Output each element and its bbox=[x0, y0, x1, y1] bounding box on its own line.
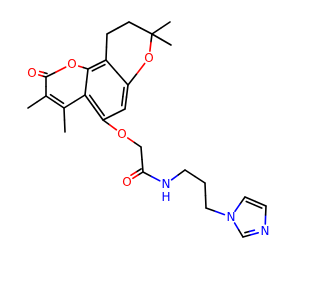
pyran-ring-oxygen-label: O bbox=[144, 51, 153, 65]
lactone-carbonyl-oxygen-label: O bbox=[27, 66, 36, 80]
bond-c6-c6a bbox=[124, 96, 128, 110]
bond-cam-oam bbox=[137, 171, 144, 176]
bond-cim2-nim3-inner bbox=[244, 230, 251, 234]
bond-c10a-c10 bbox=[105, 46, 108, 61]
bond-c3-c4 bbox=[45, 95, 56, 103]
bond-c4-c4a bbox=[63, 100, 76, 109]
bond-c4a-c5 bbox=[84, 94, 95, 109]
bond-ccarb-olac bbox=[55, 66, 67, 73]
bond-cam-nam bbox=[142, 171, 153, 178]
bond-c8-me8b bbox=[151, 33, 163, 41]
bond-c3-me3 bbox=[27, 101, 38, 109]
bond-c5-c6 bbox=[102, 113, 115, 121]
bond-cam-nam bbox=[150, 175, 161, 182]
imidazole-n3-label: N bbox=[261, 224, 270, 238]
bond-c9-c8 bbox=[139, 27, 153, 35]
bond-cim2-nim3 bbox=[249, 232, 260, 236]
bond-c8-opyr bbox=[150, 33, 153, 44]
bond-nam-ca bbox=[177, 169, 186, 176]
bond-cc-nim1 bbox=[205, 207, 216, 213]
bond-oeth-ch2 bbox=[127, 137, 136, 144]
bond-ca-cb bbox=[194, 175, 206, 184]
bond-c6a-c10a bbox=[116, 71, 129, 86]
bond-ch2-cam bbox=[141, 158, 144, 173]
bond-c9-c8 bbox=[128, 21, 142, 29]
bond-ccarb-ocarbe bbox=[37, 74, 44, 77]
bond-oeth-ch2 bbox=[133, 141, 142, 148]
bond-nam-ca bbox=[170, 174, 180, 181]
bond-c10a-c10 bbox=[105, 33, 108, 48]
bond-c6a-c10a bbox=[105, 59, 118, 74]
bond-ccarb-olac bbox=[45, 71, 57, 78]
bond-c4-me4 bbox=[63, 119, 66, 133]
bond-c5-oeth bbox=[102, 119, 111, 126]
bond-cb-cc bbox=[204, 194, 207, 209]
bond-cim4-cim5-inner bbox=[245, 200, 255, 206]
bond-cim2-nim3 bbox=[242, 234, 252, 238]
bond-nim1-cim2 bbox=[233, 222, 240, 231]
bond-ca-cb bbox=[184, 169, 196, 178]
bond-cc-nim1 bbox=[214, 210, 226, 216]
bond-c8-opyr bbox=[149, 41, 152, 52]
bond-c10a-c10b bbox=[96, 59, 107, 66]
bond-c6-c6a bbox=[125, 84, 129, 98]
bond-c10-c9 bbox=[117, 21, 130, 29]
bond-cim2-nim3-inner bbox=[248, 229, 256, 233]
bond-cam-oam-second bbox=[135, 168, 142, 173]
bond-c10a-c10b bbox=[87, 63, 98, 70]
bond-ch2-cam bbox=[140, 146, 143, 161]
bond-layer bbox=[27, 21, 267, 238]
bond-c6-c6a-inner bbox=[121, 95, 124, 107]
bond-c3-c4-inner bbox=[56, 98, 65, 105]
imidazole-n1-label: N bbox=[227, 210, 236, 224]
bond-opyr-c6a bbox=[127, 73, 138, 86]
bond-c4a-c5-inner bbox=[96, 104, 105, 117]
bond-c8-me8a bbox=[160, 21, 171, 29]
bond-c4a-c5 bbox=[93, 106, 104, 121]
amide-oxygen-label: O bbox=[122, 175, 131, 189]
bond-c3-me3 bbox=[36, 95, 47, 103]
bond-c10-c9 bbox=[106, 27, 119, 35]
bond-cim4-cim5-inner bbox=[253, 204, 263, 209]
bond-c3-c4-inner bbox=[49, 93, 58, 100]
bond-c4a-c5-inner bbox=[88, 94, 98, 107]
bond-cim5-nim1 bbox=[234, 203, 241, 213]
bond-c4-c4a bbox=[73, 94, 86, 103]
bond-c5-c6 bbox=[113, 108, 126, 116]
bond-opyr-c6a bbox=[135, 62, 146, 76]
bond-c5-oeth bbox=[108, 124, 118, 131]
bond-c8-me8b bbox=[160, 38, 172, 46]
bond-cim4-cim5 bbox=[254, 200, 267, 207]
bond-c3-c4 bbox=[54, 101, 65, 109]
bond-cb-cc bbox=[204, 182, 207, 197]
bond-c4a-c10b bbox=[85, 68, 89, 83]
bond-cam-oam-second bbox=[130, 171, 137, 176]
bond-nim1-cim2 bbox=[238, 229, 244, 238]
bond-c6-c6a-inner bbox=[122, 86, 125, 98]
bond-olac-c10b bbox=[82, 66, 89, 70]
lactone-ring-oxygen-label: O bbox=[67, 57, 76, 71]
amide-hydrogen-label: H bbox=[161, 190, 170, 204]
bond-c10a-c10b-inner bbox=[91, 66, 100, 72]
bond-cam-oam bbox=[132, 174, 139, 180]
bond-c8-me8a bbox=[151, 27, 162, 35]
bond-olac-c10b bbox=[77, 65, 85, 69]
bond-c4-me4 bbox=[63, 107, 66, 121]
bond-cim4-cim5 bbox=[244, 196, 257, 203]
ether-oxygen-label: O bbox=[117, 127, 126, 141]
bond-cim5-nim1 bbox=[239, 196, 246, 205]
bond-ccarb-ocarbe-second bbox=[38, 70, 45, 74]
bond-c4a-c10b bbox=[84, 81, 88, 96]
amide-nitrogen-label: N bbox=[162, 177, 171, 191]
bond-c10a-c10b-inner bbox=[97, 63, 106, 69]
